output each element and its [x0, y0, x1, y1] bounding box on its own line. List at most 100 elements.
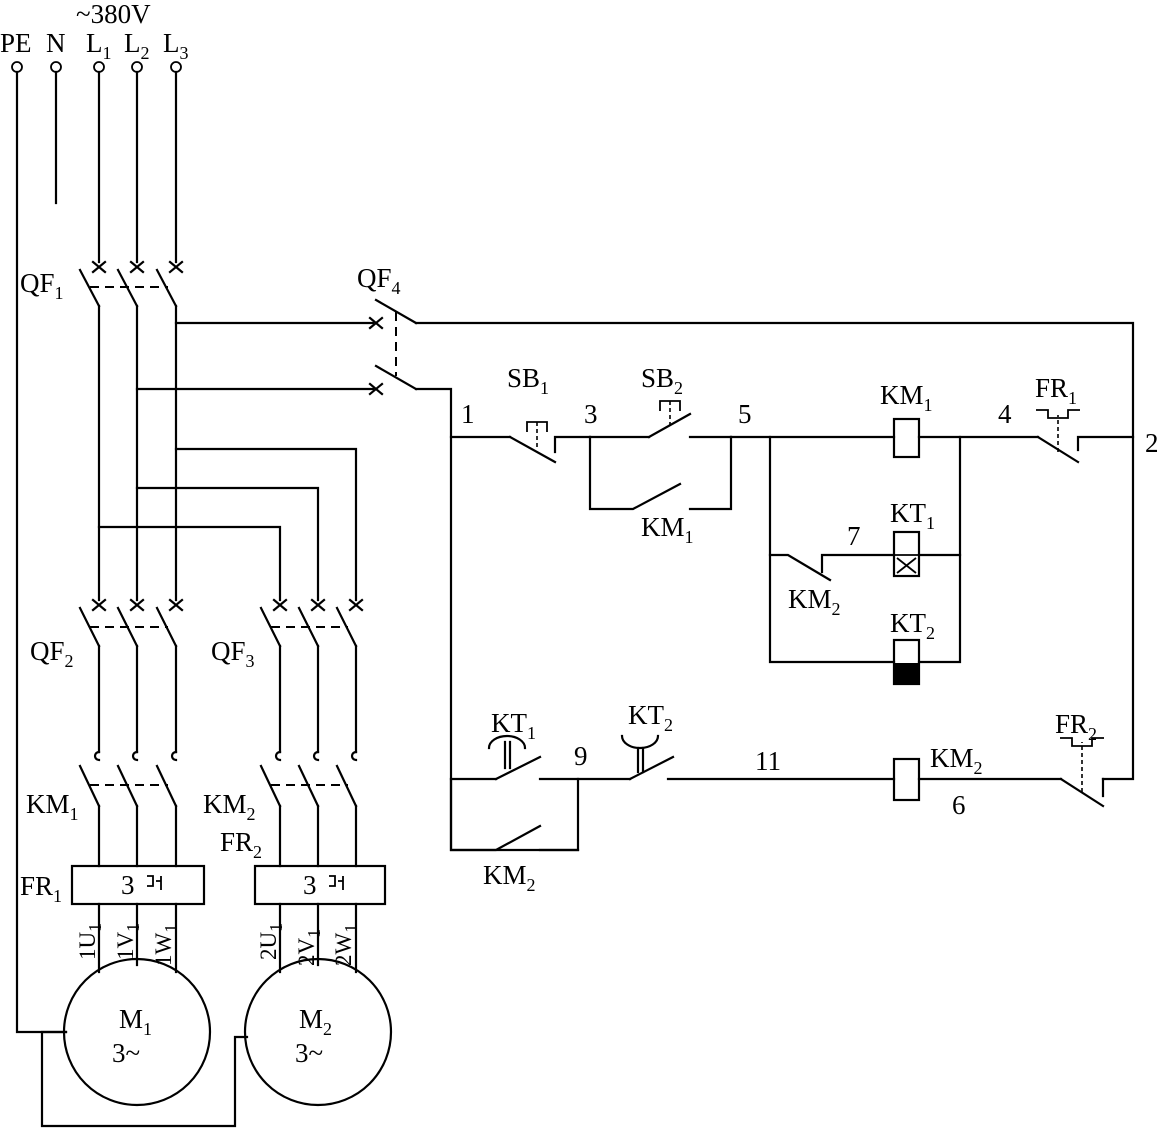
fr2-thermal-icon	[329, 875, 344, 890]
km2-hold-wiring	[449, 777, 580, 852]
km2-nc-interlock: KM2	[768, 553, 896, 619]
fr1-mark: 3	[121, 870, 135, 900]
kt1-contact-label: KT1	[491, 708, 536, 743]
m2-terminal-u: 2U1	[256, 923, 286, 960]
node-numbers: 1 2 3 4 5 6 7 9 11	[461, 399, 1159, 820]
kt1-coil-box	[892, 530, 921, 578]
node-2: 2	[1145, 428, 1159, 458]
qf1-trip-marks	[91, 260, 184, 274]
fr2-contact	[1059, 777, 1105, 808]
l2-label: L2	[124, 28, 150, 63]
fr1-nc-contact: FR1	[1035, 373, 1135, 464]
qf3-trip-marks	[272, 598, 364, 612]
km2-coil-box	[892, 757, 921, 802]
km2-main-label: KM2	[203, 789, 256, 824]
supply-terminals	[11, 61, 182, 73]
kt2-delay-arc	[620, 734, 660, 750]
km1-hold-label: KM1	[641, 512, 694, 547]
control-supply-rail	[414, 387, 580, 852]
m2-feed-l1	[97, 525, 282, 602]
supply-voltage-label: ~380V	[76, 0, 151, 29]
km2-hold-contact: KM2	[449, 777, 580, 895]
m1-leads	[97, 902, 178, 974]
fr2-relay: 3 FR2	[220, 827, 387, 906]
kt1-contact-rods	[503, 740, 512, 770]
fr1-contact	[1036, 435, 1135, 464]
kt1-timed-contact: KT1	[487, 708, 632, 781]
km1-contact-arcs	[93, 750, 178, 762]
m1-terminal-v: 1V1	[113, 923, 143, 960]
fr1-contact-label: FR1	[1035, 373, 1077, 408]
pe-label: PE	[0, 28, 32, 58]
m1-phase: 3~	[112, 1038, 140, 1068]
km2-coil-label: KM2	[930, 743, 983, 778]
km2-hold-label: KM2	[483, 860, 536, 895]
m2-name: M2	[299, 1004, 332, 1039]
km1-coil-box	[892, 417, 921, 459]
m2-feed-l2	[135, 486, 320, 602]
sb2-start-button: SB2	[641, 363, 733, 439]
l2-terminal	[131, 61, 143, 73]
node-5: 5	[738, 399, 752, 429]
m1-terminal-labels: 1U1 1V1 1W1	[75, 923, 181, 966]
node-7: 7	[847, 521, 861, 551]
main-bus	[97, 304, 178, 602]
fr2-contact-label: FR2	[1055, 709, 1097, 744]
kt1-off-delay-mark	[894, 554, 919, 574]
fr1-relay: 3 FR1	[20, 864, 206, 906]
control-return-rail	[414, 321, 1135, 781]
km1-main-label: KM1	[26, 789, 79, 824]
qf4-label: QF4	[357, 263, 401, 298]
m2-terminal-v: 2V1	[294, 929, 324, 966]
qf1-label: QF1	[20, 268, 64, 303]
km1-hold-contact: KM1	[588, 435, 733, 547]
kt1-contact	[494, 755, 632, 781]
qf1-supply-lines	[97, 70, 178, 264]
timer-branch-frame	[768, 435, 962, 664]
pe-terminal	[11, 61, 23, 73]
qf2-label: QF2	[30, 636, 74, 671]
l3-terminal	[170, 61, 182, 73]
m2-leads	[278, 902, 358, 974]
kt2-contact	[628, 755, 896, 781]
sb2-button-head	[659, 400, 681, 411]
m2-circle	[243, 957, 393, 1107]
sb1-contact	[508, 435, 592, 464]
kt2-timed-contact: KT2	[620, 700, 896, 781]
fr2-thermal-element	[1060, 737, 1104, 747]
fr2-mark: 3	[303, 870, 317, 900]
node-6: 6	[952, 790, 966, 820]
kt1-coil-label: KT1	[890, 498, 935, 533]
km2-coil: KM2	[892, 743, 983, 802]
qf2-trip-marks	[91, 598, 184, 612]
km2-nc-contact	[768, 553, 896, 582]
kt2-contact-label: KT2	[628, 700, 673, 735]
fr2-nc-contact: FR2	[1055, 709, 1105, 808]
sb1-label: SB1	[507, 363, 549, 398]
sb2-label: SB2	[641, 363, 683, 398]
qf3-label: QF3	[211, 636, 255, 671]
n-terminal	[50, 61, 62, 73]
node-1: 1	[461, 399, 475, 429]
km1-coil: KM1	[880, 380, 933, 459]
node-9: 9	[574, 741, 588, 771]
fr1-thermal-icon	[147, 875, 162, 890]
km1-coil-label: KM1	[880, 380, 933, 415]
km1-to-fr1	[97, 804, 178, 868]
m2-phase: 3~	[295, 1038, 323, 1068]
km2-to-fr2	[278, 804, 358, 868]
sb1-button-head	[526, 421, 548, 432]
kt2-contact-rods	[636, 746, 645, 774]
kt1-delay-arc	[487, 734, 527, 750]
kt2-on-delay-mark	[894, 663, 919, 684]
fr1-thermal-element	[1036, 409, 1080, 419]
qf2-breaker: QF2	[30, 598, 184, 671]
qf2-to-km1	[97, 644, 178, 754]
supply-labels: ~380V PE N L1 L2 L3	[0, 0, 189, 63]
km2-contact-arcs	[274, 750, 358, 762]
qf3-to-km2	[278, 644, 358, 754]
m1-name: M1	[119, 1004, 152, 1039]
node-3: 3	[584, 399, 598, 429]
fr2-label: FR2	[220, 827, 262, 862]
